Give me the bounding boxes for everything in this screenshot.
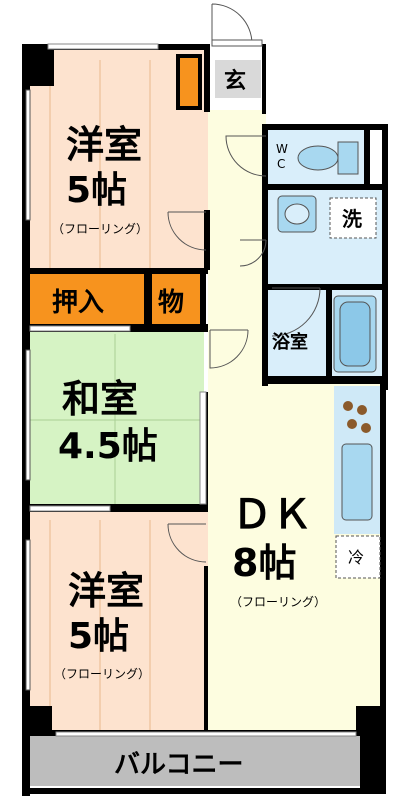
tatami-lines	[30, 334, 202, 504]
western-room-bottom-size: 5帖	[68, 616, 129, 657]
entrance-orange-box	[176, 54, 202, 110]
door-swings	[167, 3, 321, 563]
washroom-sink	[277, 195, 317, 233]
wc-label-c: C	[277, 157, 285, 171]
mono-closet-fill	[152, 274, 204, 324]
left-windows	[25, 89, 31, 691]
western-room-top-size: 5帖	[66, 170, 127, 211]
wc-toilet	[297, 141, 359, 175]
floor-texture-bottom	[49, 520, 151, 730]
floor-texture-top	[49, 60, 151, 268]
fridge-label: 冷	[348, 548, 364, 567]
western-room-bottom-floor: （フローリング）	[54, 667, 150, 681]
balcony-label: バルコニー	[114, 750, 243, 780]
fridge-spot	[335, 535, 381, 579]
western-room-top-floor: （フローリング）	[52, 222, 148, 236]
stove-burners	[343, 401, 371, 433]
entrance-label-bg	[215, 60, 261, 98]
dk-size: 8帖	[232, 541, 296, 585]
oshiire-fill	[26, 274, 144, 324]
wc-label-w: W	[276, 142, 288, 156]
washing-machine-spot	[329, 197, 377, 239]
entrance-label: 玄	[224, 68, 246, 94]
kitchen-sink	[341, 443, 373, 521]
bathroom-label: 浴室	[272, 331, 308, 353]
washroom-label: 洗	[342, 207, 362, 231]
dk-floor: （フローリング）	[230, 595, 326, 609]
bathtub	[333, 295, 377, 373]
oshiire-label: 押入	[52, 288, 104, 318]
japanese-room-name: 和室	[62, 377, 138, 421]
western-room-bottom-name: 洋室	[68, 569, 144, 613]
hallway-fill	[208, 110, 266, 330]
balcony-fill	[30, 736, 360, 786]
japanese-room-size: 4.5帖	[58, 426, 158, 467]
western-room-top-name: 洋室	[66, 123, 142, 167]
dk-name: ＤＫ	[232, 492, 312, 538]
sliding-doors	[29, 43, 357, 737]
mono-label: 物	[158, 288, 184, 318]
